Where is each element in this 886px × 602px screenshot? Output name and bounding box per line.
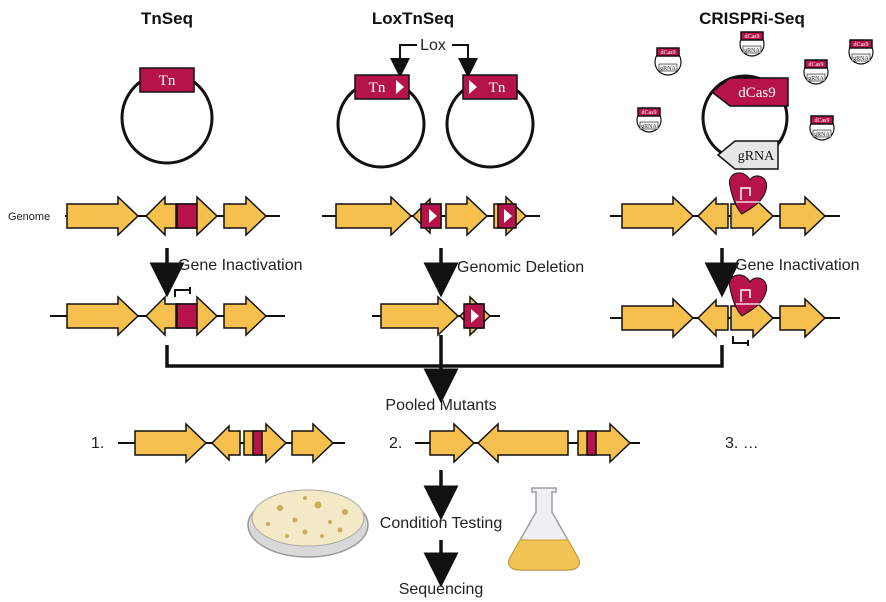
genome-label: Genome bbox=[8, 211, 50, 223]
svg-text:dCas9: dCas9 bbox=[745, 34, 760, 40]
svg-text:gRNA: gRNA bbox=[808, 76, 824, 82]
pooling-connector bbox=[165, 345, 724, 368]
flask-icon bbox=[508, 487, 580, 571]
mini-plasmid: dCas9 gRNA bbox=[809, 115, 835, 141]
lox-pointer-left bbox=[390, 44, 417, 78]
svg-text:gRNA: gRNA bbox=[641, 124, 657, 130]
title-loxtnseq: LoxTnSeq bbox=[372, 9, 454, 28]
svg-text:dCas9: dCas9 bbox=[661, 50, 676, 56]
grna-label: gRNA bbox=[738, 149, 775, 164]
mini-plasmid: dCas9 gRNA bbox=[654, 47, 682, 76]
title-tnseq: TnSeq bbox=[141, 9, 193, 28]
loxtnseq-genome bbox=[322, 195, 540, 237]
tnseq-plasmid: Tn bbox=[120, 67, 214, 165]
crispri-mutant bbox=[610, 274, 840, 346]
crispri-genome bbox=[610, 172, 840, 237]
lox-pointer-right bbox=[452, 44, 478, 78]
svg-text:dCas9: dCas9 bbox=[809, 62, 824, 68]
svg-text:dCas9: dCas9 bbox=[815, 118, 830, 124]
svg-text:Tn: Tn bbox=[369, 80, 386, 96]
label-sequencing: Sequencing bbox=[399, 581, 484, 598]
dcas9-protein-icon bbox=[728, 274, 768, 317]
crispri-plasmid: dCas9 gRNA bbox=[701, 74, 789, 170]
mutant-1-label: 1. bbox=[91, 435, 104, 452]
svg-text:gRNA: gRNA bbox=[744, 48, 760, 54]
petri-dish-icon bbox=[247, 489, 369, 558]
svg-text:dCas9: dCas9 bbox=[642, 110, 657, 116]
dcas9-protein-icon bbox=[728, 172, 768, 215]
mutant-3-label: 3. … bbox=[725, 435, 759, 452]
dcas9-label: dCas9 bbox=[738, 85, 776, 101]
svg-text:gRNA: gRNA bbox=[814, 132, 830, 138]
label-genomic-deletion: Genomic Deletion bbox=[457, 259, 584, 276]
lox-plasmid-left: Tn bbox=[336, 74, 426, 169]
mutant-2-label: 2. bbox=[389, 435, 402, 452]
pooled-mutant-2 bbox=[415, 422, 640, 464]
label-condition-testing: Condition Testing bbox=[380, 515, 502, 532]
title-crispri: CRISPRi-Seq bbox=[699, 9, 805, 28]
mini-plasmid: dCas9 gRNA bbox=[739, 31, 765, 57]
loxtnseq-mutant bbox=[372, 295, 500, 337]
svg-text:gRNA: gRNA bbox=[853, 56, 869, 62]
svg-text:dCas9: dCas9 bbox=[854, 42, 869, 48]
pooled-mutant-1 bbox=[118, 422, 345, 464]
tn-label: Tn bbox=[159, 73, 176, 89]
label-gene-inactivation: Gene Inactivation bbox=[178, 257, 303, 274]
label-gene-inactivation-crispri: Gene Inactivation bbox=[735, 257, 860, 274]
svg-text:Tn: Tn bbox=[489, 80, 506, 96]
tnseq-genome bbox=[65, 195, 280, 237]
mini-plasmid: dCas9 gRNA bbox=[848, 39, 874, 65]
mini-plasmid: dCas9 gRNA bbox=[803, 59, 829, 85]
lox-label: Lox bbox=[420, 37, 446, 54]
svg-text:gRNA: gRNA bbox=[660, 66, 676, 72]
mini-plasmid: dCas9 gRNA bbox=[636, 107, 662, 133]
label-pooled-mutants: Pooled Mutants bbox=[385, 397, 496, 414]
lox-plasmid-right: Tn bbox=[445, 74, 535, 169]
tnseq-mutant bbox=[50, 287, 285, 337]
